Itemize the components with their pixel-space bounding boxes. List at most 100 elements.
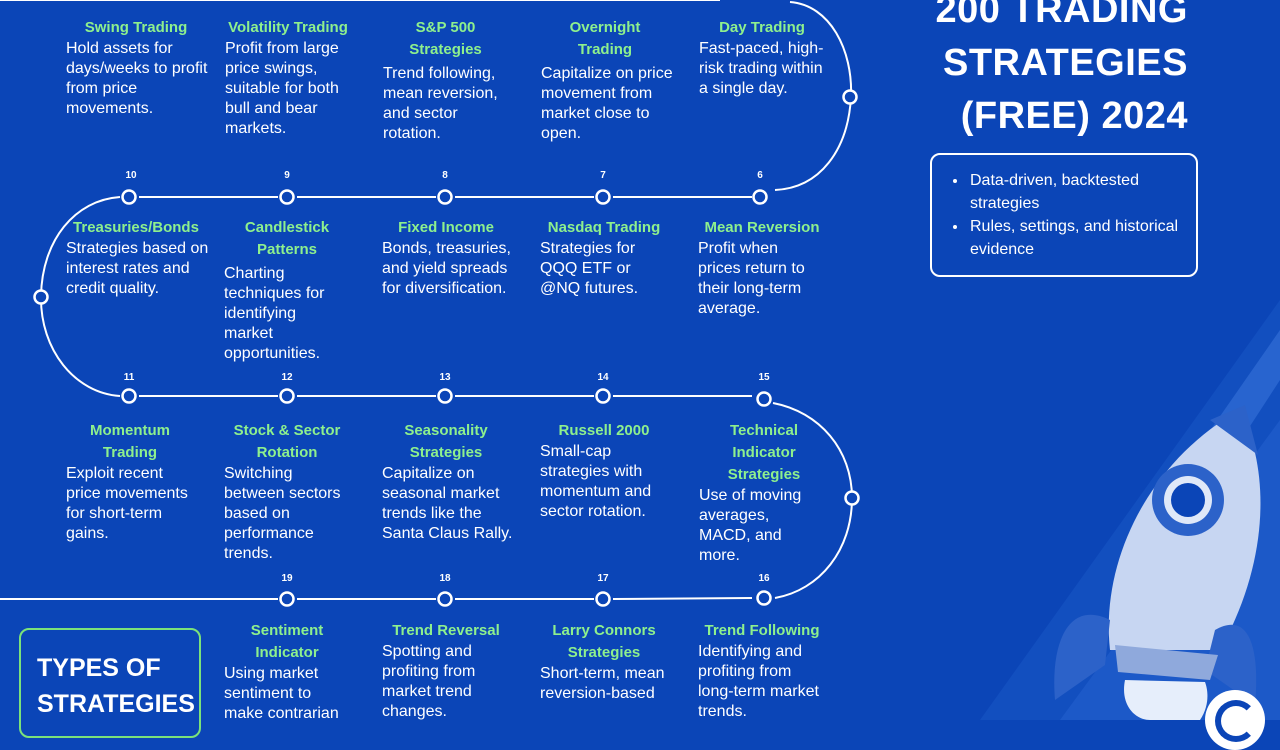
- info-box: Data-driven, backtested strategies Rules…: [930, 153, 1198, 277]
- step-description: Spotting and profiting from market trend…: [382, 643, 476, 720]
- step-fixed-income: Fixed Income Bonds, treasuries, and yiel…: [376, 217, 516, 299]
- step-description: Using market sentiment to make contraria…: [224, 665, 339, 722]
- title-line: (FREE) 2024: [960, 95, 1188, 137]
- step-description: Switching between sectors based on perfo…: [224, 465, 341, 562]
- node-marker: [279, 591, 295, 607]
- step-title: Seasonality Strategies: [404, 422, 488, 461]
- page-title: 200 TRADING STRATEGIES (FREE) 2024: [935, 0, 1188, 143]
- step-title: Swing Trading: [84, 19, 188, 36]
- node-marker: [437, 591, 453, 607]
- step-description: Strategies for QQQ ETF or @NQ futures.: [540, 240, 639, 297]
- step-title: Technical Indicator Strategies: [727, 422, 801, 483]
- step-title: Volatility Trading: [228, 19, 348, 36]
- node-marker: [33, 289, 49, 305]
- step-title: Nasdaq Trading: [547, 219, 661, 236]
- node-marker: [437, 189, 453, 205]
- step-title: Fixed Income: [398, 219, 494, 236]
- step-russell-2000: Russell 2000 Small-cap strategies with m…: [534, 420, 674, 522]
- node-marker: [595, 388, 611, 404]
- step-volatility-trading: Volatility Trading Profit from large pri…: [218, 17, 358, 139]
- step-number: 14: [597, 372, 609, 383]
- step-description: Charting techniques for identifying mark…: [224, 265, 325, 362]
- node-marker: [437, 388, 453, 404]
- step-number: 7: [600, 170, 606, 181]
- node-marker: [121, 388, 137, 404]
- timeline-segment: [0, 597, 753, 600]
- info-bullets: Data-driven, backtested strategies Rules…: [932, 169, 1196, 261]
- step-number: 11: [123, 372, 135, 383]
- step-title: Trend Reversal: [392, 622, 500, 639]
- step-number: 13: [439, 372, 451, 383]
- info-bullet: Data-driven, backtested strategies: [968, 169, 1196, 215]
- step-number: 8: [442, 170, 448, 181]
- step-title: Stock & Sector Rotation: [233, 422, 341, 461]
- step-title: Day Trading: [719, 19, 805, 36]
- step-title: Russell 2000: [558, 422, 650, 439]
- node-marker: [756, 391, 772, 407]
- step-mean-reversion: Mean Reversion Profit when prices return…: [692, 217, 832, 319]
- step-stock-sector-rotation: Stock & Sector Rotation Switching betwee…: [216, 420, 358, 564]
- brand-logo-icon: [1205, 690, 1265, 750]
- types-line: STRATEGIES: [37, 690, 195, 718]
- step-sp500: S&P 500 Strategies Trend following, mean…: [378, 17, 513, 144]
- step-title: Candlestick Patterns: [244, 219, 330, 258]
- rocket-illustration: [1054, 330, 1280, 720]
- step-description: Identifying and profiting from long-term…: [698, 643, 819, 720]
- step-number: 15: [758, 372, 770, 383]
- step-number: 16: [758, 573, 770, 584]
- step-technical-indicator: Technical Indicator Strategies Use of mo…: [694, 420, 834, 566]
- node-marker: [752, 189, 768, 205]
- step-overnight-trading: Overnight Trading Capitalize on price mo…: [536, 17, 674, 144]
- step-title: Mean Reversion: [704, 219, 820, 236]
- timeline-track: [0, 0, 860, 607]
- step-description: Trend following, mean reversion, and sec…: [383, 65, 498, 142]
- types-line: TYPES OF: [37, 654, 161, 682]
- step-trend-reversal: Trend Reversal Spotting and profiting fr…: [376, 620, 516, 722]
- step-number: 9: [284, 170, 290, 181]
- title-line: STRATEGIES: [943, 42, 1188, 84]
- step-description: Small-cap strategies with momentum and s…: [540, 443, 652, 520]
- step-description: Capitalize on seasonal market trends lik…: [382, 465, 513, 542]
- step-number: 10: [125, 170, 137, 181]
- infographic-canvas: 6 7 8 9 10 11 12 13 14 15 16 17 18 19 Sw…: [0, 0, 1280, 720]
- step-title: Larry Connors Strategies: [552, 622, 656, 661]
- step-seasonality-strategies: Seasonality Strategies Capitalize on sea…: [376, 420, 516, 544]
- step-title: Treasuries/Bonds: [73, 219, 199, 236]
- step-title: Momentum Trading: [90, 422, 170, 461]
- node-marker: [844, 490, 860, 506]
- rocket-icon: [1054, 405, 1261, 720]
- step-description: Short-term, mean reversion-based: [540, 665, 665, 702]
- node-marker: [279, 388, 295, 404]
- step-description: Use of moving averages, MACD, and more.: [699, 487, 802, 564]
- node-marker: [595, 591, 611, 607]
- step-title: Overnight Trading: [569, 19, 641, 58]
- node-marker: [595, 189, 611, 205]
- step-number: 17: [597, 573, 609, 584]
- step-description: Bonds, treasuries, and yield spreads for…: [382, 240, 511, 297]
- step-swing-trading: Swing Trading Hold assets for days/weeks…: [62, 17, 210, 119]
- step-title: S&P 500 Strategies: [409, 19, 482, 58]
- step-description: Profit from large price swings, suitable…: [225, 40, 339, 137]
- step-nasdaq-trading: Nasdaq Trading Strategies for QQQ ETF or…: [534, 217, 674, 299]
- types-of-strategies-box: TYPES OF STRATEGIES: [19, 628, 201, 738]
- info-bullet: Rules, settings, and historical evidence: [968, 215, 1196, 261]
- node-marker: [121, 189, 137, 205]
- step-larry-connors: Larry Connors Strategies Short-term, mea…: [534, 620, 674, 704]
- step-trend-following: Trend Following Identifying and profitin…: [692, 620, 832, 722]
- step-description: Capitalize on price movement from market…: [541, 65, 673, 142]
- step-description: Exploit recent price movements for short…: [66, 465, 188, 542]
- step-description: Profit when prices return to their long-…: [698, 240, 805, 317]
- step-number: 12: [281, 372, 293, 383]
- node-marker: [842, 89, 858, 105]
- step-number: 6: [757, 170, 763, 181]
- step-candlestick-patterns: Candlestick Patterns Charting techniques…: [216, 217, 358, 364]
- step-description: Strategies based on interest rates and c…: [66, 240, 209, 297]
- node-marker: [756, 590, 772, 606]
- node-marker: [279, 189, 295, 205]
- step-description: Hold assets for days/weeks to profit fro…: [66, 40, 208, 117]
- step-description: Fast-paced, high-risk trading within a s…: [699, 40, 824, 97]
- step-day-trading: Day Trading Fast-paced, high-risk tradin…: [694, 17, 830, 99]
- step-title: Trend Following: [704, 622, 820, 639]
- title-line: 200 TRADING: [935, 0, 1188, 31]
- step-number: 18: [439, 573, 451, 584]
